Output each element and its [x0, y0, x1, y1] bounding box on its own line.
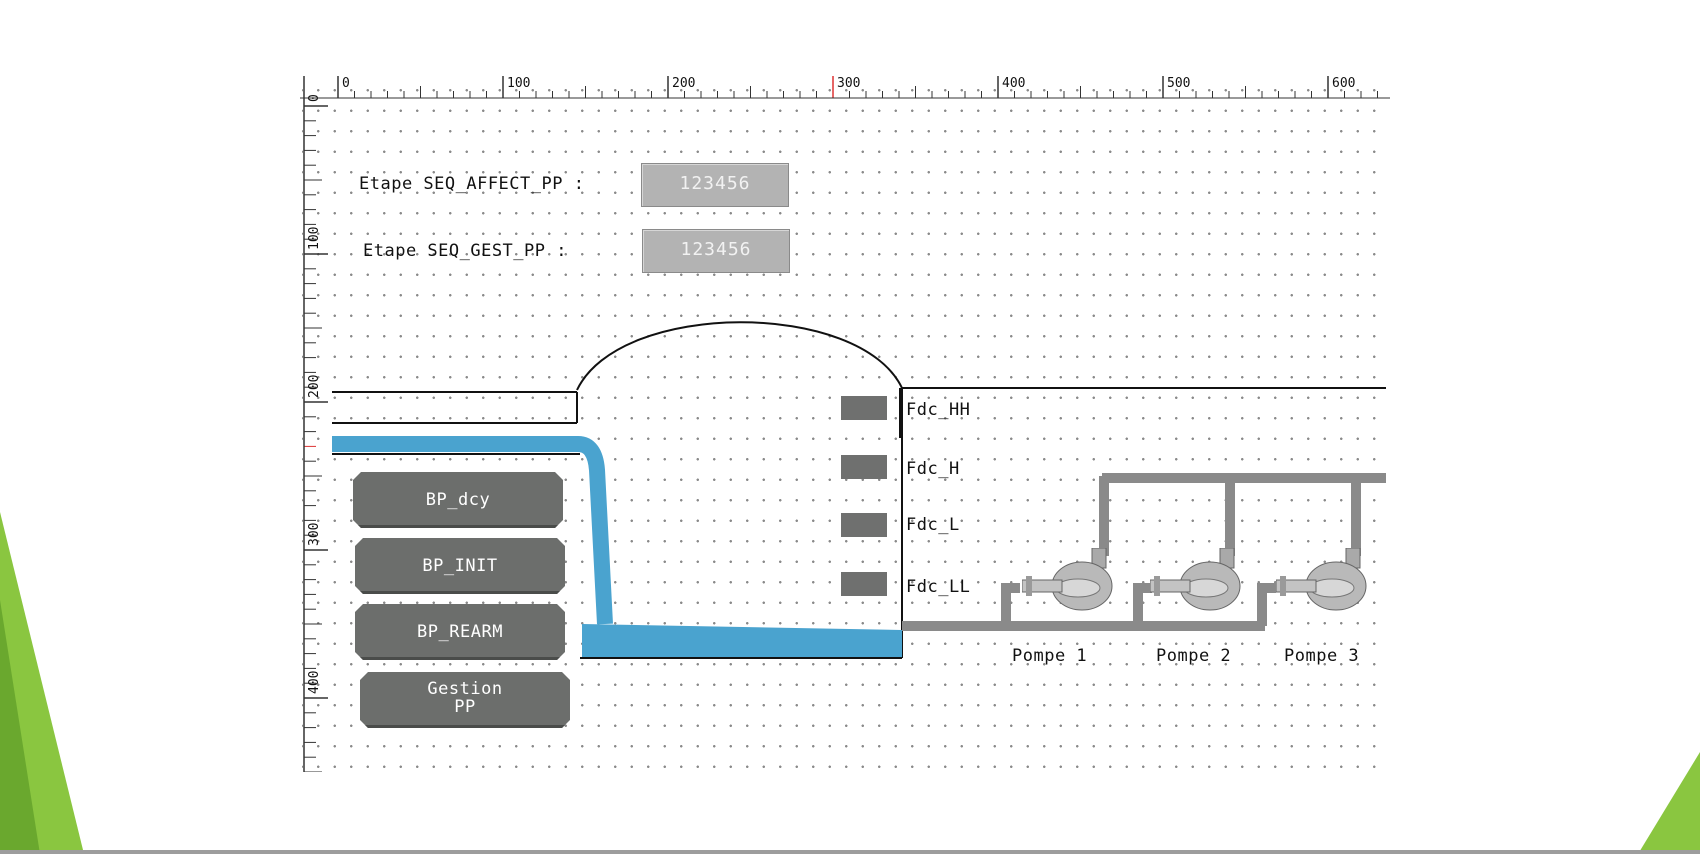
ruler-x-label: 600: [1332, 76, 1356, 91]
seq-affect-label: Etape SEQ_AFFECT_PP :: [359, 174, 585, 194]
pump-1-label: Pompe 1: [1012, 646, 1088, 666]
sensor-ll-label: Fdc_LL: [906, 577, 971, 597]
seq-gest-value: 123456: [642, 229, 790, 273]
ruler-x-label: 100: [507, 76, 531, 91]
water-inlet: [332, 436, 613, 625]
water-level: [582, 624, 902, 658]
seq-gest-label: Etape SEQ_GEST_PP :: [363, 241, 567, 261]
bp-dcy-button[interactable]: BP_dcy: [353, 472, 563, 528]
slide-bottom-bar: [0, 850, 1700, 854]
vertical-ruler: [303, 76, 328, 772]
pump-2-icon[interactable]: [1150, 548, 1250, 614]
gestion-pp-button[interactable]: Gestion PP: [360, 672, 570, 728]
horizontal-ruler: [300, 76, 1390, 99]
bp-rearm-button[interactable]: BP_REARM: [355, 604, 565, 660]
ruler-x-label: 0: [342, 76, 350, 91]
pump-1-icon[interactable]: [1022, 548, 1122, 614]
sensor-l-indicator: [841, 513, 887, 537]
ruler-x-label: 500: [1167, 76, 1191, 91]
ruler-x-label: 200: [672, 76, 696, 91]
bp-init-button[interactable]: BP_INIT: [355, 538, 565, 594]
pump-3-label: Pompe 3: [1284, 646, 1360, 666]
tank-dome: [576, 321, 903, 391]
ruler-x-label: 300: [837, 76, 861, 91]
pump-3-icon[interactable]: [1276, 548, 1376, 614]
sensor-h-indicator: [841, 455, 887, 479]
sensor-hh-label: Fdc_HH: [906, 400, 971, 420]
sensor-hh-indicator: [841, 396, 887, 420]
seq-affect-value: 123456: [641, 163, 789, 207]
sensor-l-label: Fdc_L: [906, 515, 960, 535]
ruler-x-label: 400: [1002, 76, 1026, 91]
sensor-h-label: Fdc_H: [906, 459, 960, 479]
pump-2-label: Pompe 2: [1156, 646, 1232, 666]
sensor-ll-indicator: [841, 572, 887, 596]
